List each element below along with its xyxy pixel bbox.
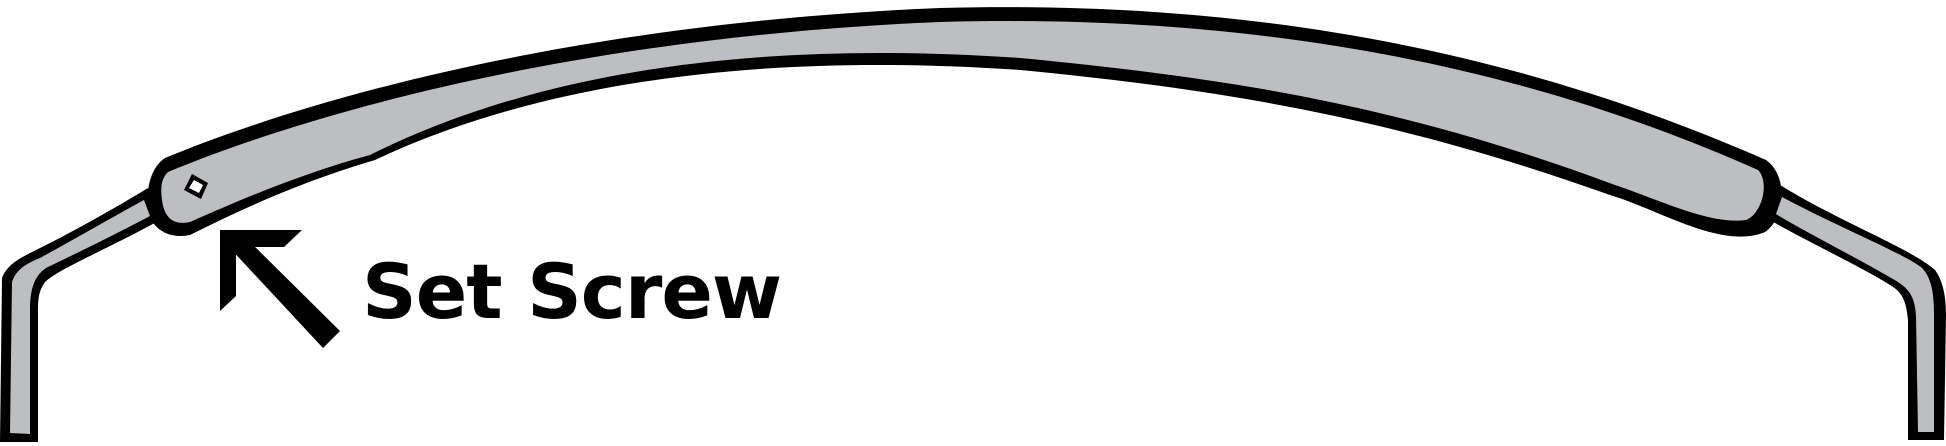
- right-leg-fill: [1776, 197, 1934, 432]
- left-leg-fill: [10, 200, 150, 434]
- arrow-shaft: [228, 234, 340, 348]
- arched-band-fill: [161, 21, 1764, 223]
- set-screw-label: Set Screw: [362, 247, 782, 336]
- left-leg-outline: [0, 188, 160, 442]
- set-screw-marker: [184, 174, 208, 199]
- left-bracket-leg: [0, 188, 160, 442]
- arched-band: [147, 7, 1782, 237]
- arrow-head: [220, 230, 302, 311]
- arrow-up-left-icon: [220, 230, 340, 348]
- right-bracket-leg: [1770, 185, 1946, 440]
- set-screw-inner: [189, 180, 203, 193]
